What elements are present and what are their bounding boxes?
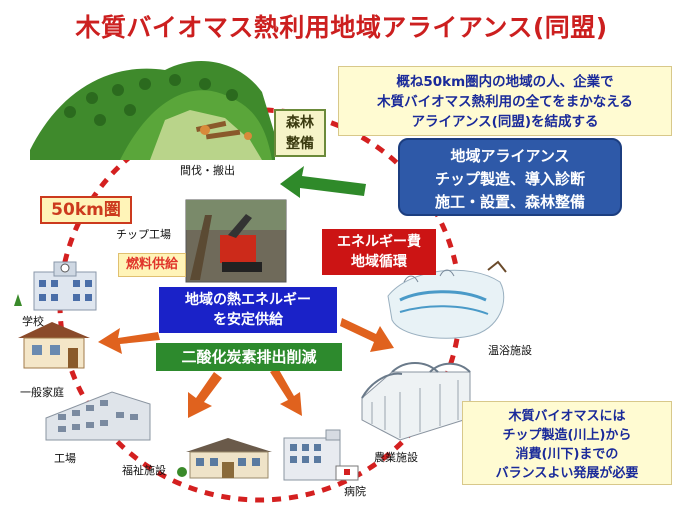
orange-arrows [98, 318, 394, 418]
forest-maintenance-box: 森林 整備 [274, 109, 326, 157]
alliance-purpose-note: 概ね50km圏内の地域の人、企業で 木質バイオマス熱利用の全てをまかなえる アラ… [338, 66, 672, 136]
forest-line: 森林 [286, 115, 314, 131]
school-building [14, 261, 97, 311]
home-label: 一般家庭 [20, 386, 64, 399]
heat-line: 地域の熱エネルギー [185, 292, 311, 308]
factory-building [45, 391, 151, 441]
hospital-building [283, 429, 359, 481]
note-line: 消費(川下)までの [515, 447, 619, 462]
regional-alliance-box: 地域アライアンス チップ製造、導入診断 施工・設置、森林整備 [398, 138, 622, 216]
alliance-line: 施工・設置、森林整備 [434, 193, 585, 211]
farm-label: 農業施設 [374, 451, 418, 464]
forest-line: 整備 [286, 136, 314, 152]
page-title: 木質バイオマス熱利用地域アライアンス(同盟) [75, 13, 608, 42]
heat-line: を安定供給 [213, 312, 283, 328]
alliance-line: チップ製造、導入診断 [434, 170, 585, 188]
forest-mountains [30, 61, 275, 160]
note-line: チップ製造(川上)から [502, 428, 632, 443]
fuel-supply-label: 燃料供給 [118, 253, 186, 277]
energy-cost-box: エネルギー費 地域循環 [322, 229, 436, 275]
welfare-label: 福祉施設 [122, 464, 166, 477]
energy-line: エネルギー費 [337, 234, 421, 250]
energy-line: 地域循環 [351, 254, 407, 270]
heat-supply-box: 地域の熱エネルギー を安定供給 [159, 287, 337, 333]
hot-spring-image [387, 260, 507, 339]
note-line: 概ね50km圏内の地域の人、企業で [396, 74, 614, 90]
alliance-line: 地域アライアンス [450, 147, 570, 165]
factory-label: 工場 [54, 452, 76, 465]
note-line: アライアンス(同盟)を結成する [411, 114, 599, 130]
green-arrow [280, 166, 366, 198]
hospital-label: 病院 [344, 485, 366, 498]
chip-factory-photo [185, 199, 287, 283]
house-building [18, 322, 90, 369]
co2-reduction-box: 二酸化炭素排出削減 [156, 343, 342, 371]
chip-factory-label: チップ工場 [116, 228, 171, 241]
thinning-label: 間伐・搬出 [180, 164, 235, 177]
zone-label: 50km圏 [40, 196, 132, 224]
note-line: 木質バイオマス熱利用の全てをまかなえる [377, 94, 633, 110]
bath-label: 温浴施設 [488, 344, 532, 357]
note-line: 木質バイオマスには [508, 409, 626, 424]
balance-note: 木質バイオマスには チップ製造(川上)から 消費(川下)までの バランスよい発展… [462, 401, 672, 485]
note-line: バランスよい発展が必要 [495, 466, 639, 481]
greenhouse-building [361, 362, 471, 441]
welfare-building [177, 438, 272, 479]
school-label: 学校 [22, 315, 44, 328]
